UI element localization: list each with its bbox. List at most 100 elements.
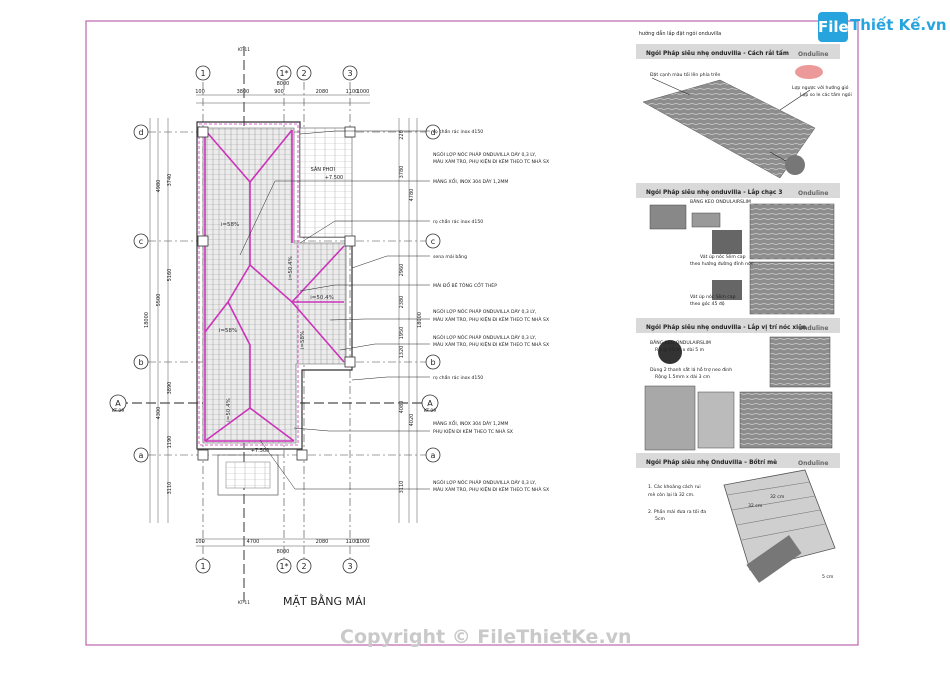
annotation-15: MÀU XÁM TRO, PHỤ KIỆN ĐI KÈM THEO TC NHÀ…: [433, 485, 549, 493]
onduline-brand-2: Onduline: [798, 325, 828, 332]
grid-col-bottom-1-circle: [276, 558, 292, 574]
guide-panel: [636, 44, 840, 583]
grid-col-bottom-3-circle: [342, 558, 358, 574]
sheet-frame: [85, 20, 859, 646]
guide-label-3-2: 2. Phần mái đưa ra tối đa: [648, 507, 706, 515]
top-dim-4: 1100: [346, 89, 359, 95]
guide-label-3-1: mè còn lại là 32 cm.: [648, 491, 695, 498]
grid-col-top-0: 1: [200, 69, 205, 78]
slope-label-0: i=58%: [221, 222, 239, 228]
section-sheet-left: KT-09: [112, 408, 124, 414]
grid-col-top-2-circle: [296, 65, 312, 81]
right-dim-0: 220: [399, 130, 405, 140]
drying-yard-area: [299, 127, 353, 238]
grid-row-left-3: a: [139, 451, 144, 460]
guide-label-2-2: Dùng 2 thanh sắt lá hỗ trợ neo đinh: [650, 366, 732, 373]
annotation-1: NGÓI LỢP NÓC PHÁP ONDUVILLA DÀY 0,3 LY,: [433, 151, 537, 158]
left-dim-4: 4300: [156, 407, 162, 420]
right-total: 18000: [417, 312, 423, 328]
grid-col-top-0-circle: [195, 65, 211, 81]
annotation-5: sena mái bằng: [433, 253, 467, 260]
grid-row-left-1-circle: [133, 233, 149, 249]
section-mark-right: A: [427, 399, 433, 408]
right-dim-4: 2380: [399, 296, 405, 309]
grid-row-right-0: d: [430, 128, 435, 137]
annotation-9: NGÓI LỢP NÓC PHÁP ONDUVILLA DÀY 0,3 LY,: [433, 334, 537, 341]
annotation-14: NGÓI LỢP NÓC PHÁP ONDUVILLA DÀY 0,3 LY,: [433, 479, 537, 486]
guide-section-title-1: Ngói Pháp siêu nhẹ onduvilla - Lắp chạc …: [646, 189, 782, 196]
bottom-dim-0: 100: [195, 539, 205, 545]
bottom-dim-4: 1000: [357, 539, 370, 545]
guide-label-2-3: Rộng 1.5mm x dài 3 cm: [655, 373, 711, 380]
grid-col-top-3: 3: [347, 69, 352, 78]
top-total: 8000: [277, 81, 290, 87]
elevation-top: +7.500: [325, 175, 344, 181]
top-dim-0: 100: [195, 89, 205, 95]
grid-row-left-1: c: [139, 237, 143, 246]
grid-col-bottom-0-circle: [195, 558, 211, 574]
grid-row-right-2-circle: [425, 354, 441, 370]
leader-line-5: [351, 255, 430, 269]
grid-col-top-2: 2: [301, 69, 306, 78]
annotation-7: NGÓI LỢP NÓC PHÁP ONDUVILLA DÀY 0,3 LY,: [433, 308, 537, 315]
leader-line-6: [299, 284, 430, 292]
right-dim-6: 1320: [399, 346, 405, 359]
grid-row-right-2: b: [430, 358, 435, 367]
leader-line-15: [259, 439, 430, 490]
grid-col-bottom-2: 2: [301, 562, 306, 571]
grid-row-right-0-circle: [425, 124, 441, 140]
grid-col-top-3-circle: [342, 65, 358, 81]
section-mark-right-circle: [421, 394, 439, 412]
left-dim-1: 4980: [156, 180, 162, 193]
leader-line-0: [299, 130, 430, 135]
right-dim-1: 3780: [399, 166, 405, 179]
bottom-dim-1: 4700: [247, 539, 260, 545]
grid-col-bottom-3: 3: [347, 562, 352, 571]
filethietke-logo: File Thiết Kế.vn: [818, 10, 947, 46]
roof-ridges: [204, 129, 345, 442]
roof-plan: [118, 46, 438, 605]
guide-label-3-6: 5 cm: [822, 574, 834, 580]
onduline-brand-0: Onduline: [798, 51, 828, 58]
grid-row-right-3: a: [431, 451, 436, 460]
leader-line-11: [351, 376, 430, 381]
top-dim-3: 2080: [316, 89, 329, 95]
bottom-dim-2: 2080: [316, 539, 329, 545]
onduline-brand-1: Onduline: [798, 190, 828, 197]
annotation-11: rọ chắn rác inox d150: [433, 374, 483, 381]
slope-label-4: i=58%: [300, 331, 306, 349]
grid-row-left-2: b: [138, 358, 143, 367]
elevation-bottom: +7.500: [251, 448, 270, 454]
grid-col-bottom-2-circle: [296, 558, 312, 574]
grid-row-left-0: d: [138, 128, 143, 137]
grid-row-right-1-circle: [425, 233, 441, 249]
guide-section-title-2: Ngói Pháp siêu nhẹ onduvilla - Lắp vị tr…: [646, 324, 806, 331]
copyright-watermark: Copyright © FileThietKe.vn: [340, 626, 632, 648]
grid-col-bottom-1: 1*: [279, 562, 288, 571]
slope-label-5: i=50.4%: [226, 398, 232, 422]
guide-label-3-3: 5cm: [655, 516, 665, 522]
leader-line-3: [239, 180, 430, 256]
left-dim-6: 3110: [167, 482, 173, 495]
guide-label-1-2: theo hướng đường đỉnh nóc.: [690, 260, 755, 267]
guide-label-0-0: Đặt cạnh màu tối lên phía trên: [650, 71, 721, 78]
leader-line-4: [299, 220, 430, 244]
grid-row-left-3-circle: [133, 447, 149, 463]
leader-line-13: [293, 427, 430, 432]
section-mark-left-circle: [109, 394, 127, 412]
axis-sheet-top: KT-11: [238, 47, 250, 53]
guide-label-2-1: Rộng 15cm x dài 5 m: [655, 346, 705, 353]
guide-label-3-0: 1. Các khoảng cách rui: [648, 483, 701, 490]
bottom-total: 8000: [277, 549, 290, 555]
top-dim-5: 1000: [357, 89, 370, 95]
axis-sheet-bottom: KT-11: [238, 600, 250, 606]
annotation-8: MÀU XÁM TRO, PHỤ KIỆN ĐI KÈM THEO TC NHÀ…: [433, 315, 549, 323]
guide-label-1-4: theo góc 45 độ: [690, 300, 725, 307]
left-total-b: 5500: [156, 294, 162, 307]
guide-label-3-5: 32 cm: [770, 494, 785, 500]
slope-label-3: i=58%: [219, 328, 237, 334]
guide-label-0-1: Lợp ngược với hướng gió: [792, 84, 849, 91]
annotation-0: rọ chắn rác inox d150: [433, 128, 483, 135]
right-dim-2: 4780: [409, 189, 415, 202]
